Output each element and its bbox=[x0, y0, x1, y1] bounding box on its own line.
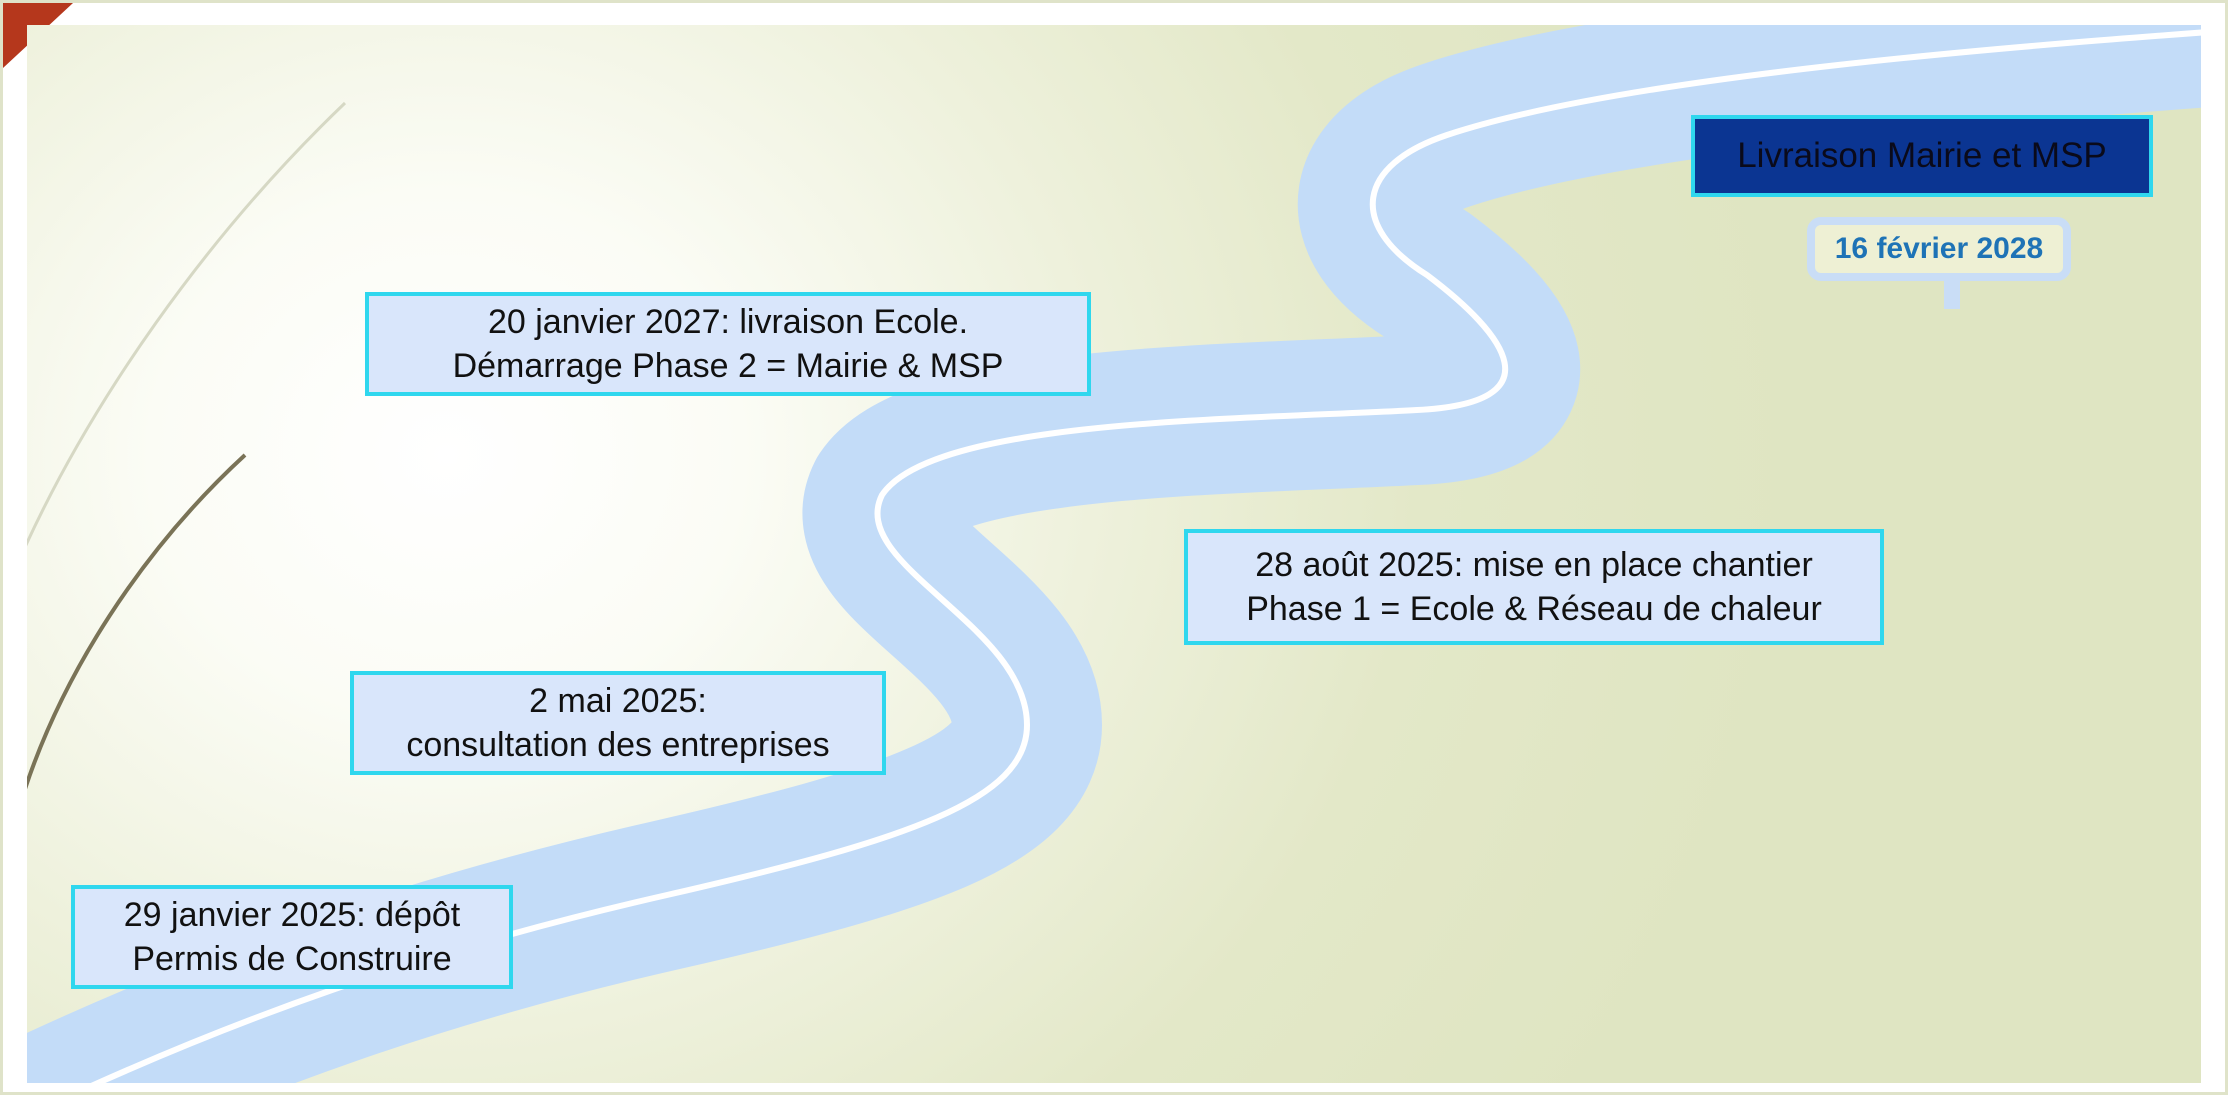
milestone-consultation-line1: 2 mai 2025: bbox=[529, 682, 707, 720]
milestone-final-delivery: Livraison Mairie et MSP bbox=[1691, 115, 2153, 197]
milestone-permit-line1: 29 janvier 2025: dépôt bbox=[123, 896, 461, 934]
milestone-site-setup-line2: Phase 1 = Ecole & Réseau de chaleur bbox=[1246, 590, 1822, 628]
final-date-text: 16 février 2028 bbox=[1834, 232, 2044, 265]
final-date-callout: 16 février 2028 bbox=[1807, 217, 2071, 281]
milestone-final-label: Livraison Mairie et MSP bbox=[1737, 136, 2107, 175]
roadmap-slide: 29 janvier 2025: dépôt Permis de Constru… bbox=[27, 25, 2201, 1083]
milestone-school-delivery-line1: 20 janvier 2027: livraison Ecole. bbox=[487, 303, 969, 341]
milestone-permit-line2: Permis de Construire bbox=[132, 940, 452, 978]
milestone-consultation: 2 mai 2025: consultation des entreprises bbox=[350, 671, 886, 775]
final-date-callout-tail bbox=[1944, 281, 1960, 309]
milestone-site-setup-line1: 28 août 2025: mise en place chantier bbox=[1255, 546, 1813, 584]
milestone-permit: 29 janvier 2025: dépôt Permis de Constru… bbox=[71, 885, 513, 989]
decorative-swoosh-lines bbox=[27, 101, 347, 790]
winding-road bbox=[27, 25, 2201, 1083]
milestone-school-delivery: 20 janvier 2027: livraison Ecole. Démarr… bbox=[365, 292, 1091, 396]
milestone-consultation-line2: consultation des entreprises bbox=[406, 726, 830, 764]
milestone-site-setup: 28 août 2025: mise en place chantier Pha… bbox=[1184, 529, 1884, 645]
milestone-school-delivery-line2: Démarrage Phase 2 = Mairie & MSP bbox=[452, 347, 1004, 385]
